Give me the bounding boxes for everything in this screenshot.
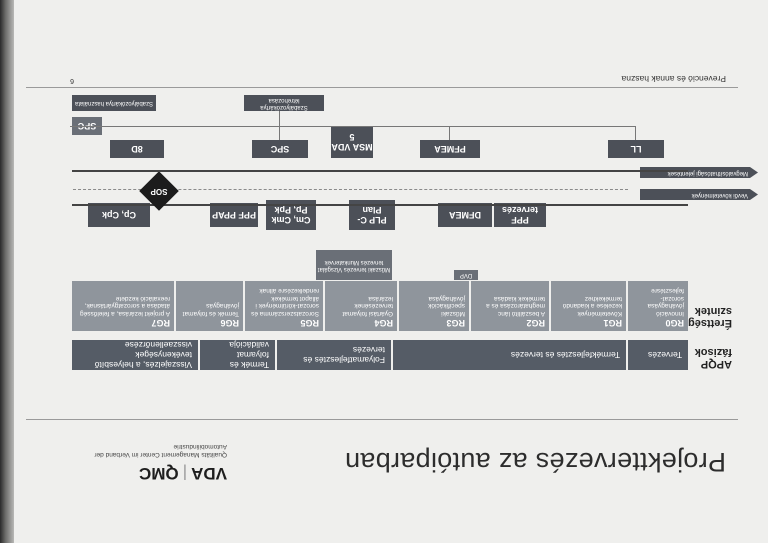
rg6-text: Termék és folyamat jóváhagyás [182, 302, 239, 318]
phase-tervezes: Tervezés [628, 340, 688, 370]
rg3-text: Műszaki specifikációk jóváhagyása [428, 295, 465, 317]
page-number: 6 [70, 77, 74, 84]
phase-folyamatfejlesztes: Folyamatfejlesztés és tervezés [277, 340, 391, 370]
megvalosithatosag-tag: Megvalósíthatósági jelentések [640, 167, 758, 178]
rg7-text: A projekt lezárása, a felelősség átadása… [80, 295, 170, 317]
muszaki-tervezes-box: Műszaki tervezés Vizsgálat tervezés Munk… [316, 250, 392, 280]
rg6-code: RG6 [220, 318, 239, 328]
8d-box: 8D [110, 140, 164, 158]
cp-cpk-box: Cp, Cpk [88, 203, 150, 227]
vda-qmc-logo: VDA|QMC [139, 463, 227, 483]
rg2-code: RG2 [526, 318, 545, 328]
msa-vda5-box: MSA VDA 5 [331, 126, 373, 158]
spc-connector [279, 110, 280, 140]
phase-visszajelzes: Visszajelzés, a helyesbítő tevékenységek… [72, 340, 198, 370]
page-title: Projekttervezés az autóiparban [344, 447, 726, 477]
spc-box: SPC [252, 140, 308, 158]
header-divider [26, 419, 738, 420]
dfmea-box: DFMEA [438, 203, 492, 227]
maturity-label: Érettségi szintek [684, 305, 732, 329]
szabalyozokartya-hasznalata-tag: Szabályozókártya használata [72, 95, 156, 111]
ll-box: LL [608, 140, 664, 158]
feasibility-line [72, 170, 688, 172]
phase-termekfejlesztes: Termékfejlesztés és tervezés [393, 340, 626, 370]
dvp-box: DVP [454, 270, 478, 280]
rg1-text: Követelmények kezelése a kiadandó termék… [562, 295, 622, 317]
ppf-ppap-box: PPF PPAP [210, 203, 258, 227]
logo-separator: | [182, 464, 188, 483]
rg2-text: A beszállító lánc meghatározása és a ter… [486, 295, 545, 317]
rg0-text: Innováció jóváhagyása sorozat-fejlesztés… [647, 287, 685, 318]
rg3-code: RG3 [446, 318, 465, 328]
rg4-text: Gyártási folyamat tervezésének lezárása [342, 295, 393, 317]
logo-subtitle: Qualitäts Management Center im Verband d… [94, 443, 227, 458]
tools-connector-line [70, 126, 636, 127]
rg7-code: RG7 [151, 318, 170, 328]
rg4-code: RG4 [374, 318, 393, 328]
pfmea-connector [449, 127, 450, 140]
ppf-tervezes-box: PPF tervezés [494, 203, 546, 227]
szabalyozokartya-letrehozasa-tag: Szabályozókártya létrehozása [244, 95, 324, 111]
rg1-code: RG1 [603, 318, 622, 328]
binding-edge [0, 0, 14, 543]
rg5-code: RG5 [300, 318, 319, 328]
footer-text: Prevenció és annak haszna [621, 74, 726, 84]
logo-vda: VDA [191, 464, 227, 483]
apqp-label: APQP fázisok [694, 346, 732, 370]
ll-connector [635, 127, 636, 140]
footer-divider [26, 87, 738, 88]
pfmea-box: PFMEA [420, 140, 480, 158]
phase-validacio: Termék és folyamat validációja [200, 340, 275, 370]
vevoi-tag: Vevői követelmények [640, 189, 758, 200]
sop-label: SOP [150, 187, 168, 196]
rg0-code: RG0 [665, 318, 684, 328]
rg5-text: Sorozatszerszámma és sorozat-körülmények… [251, 287, 319, 318]
logo-qmc: QMC [139, 464, 179, 483]
